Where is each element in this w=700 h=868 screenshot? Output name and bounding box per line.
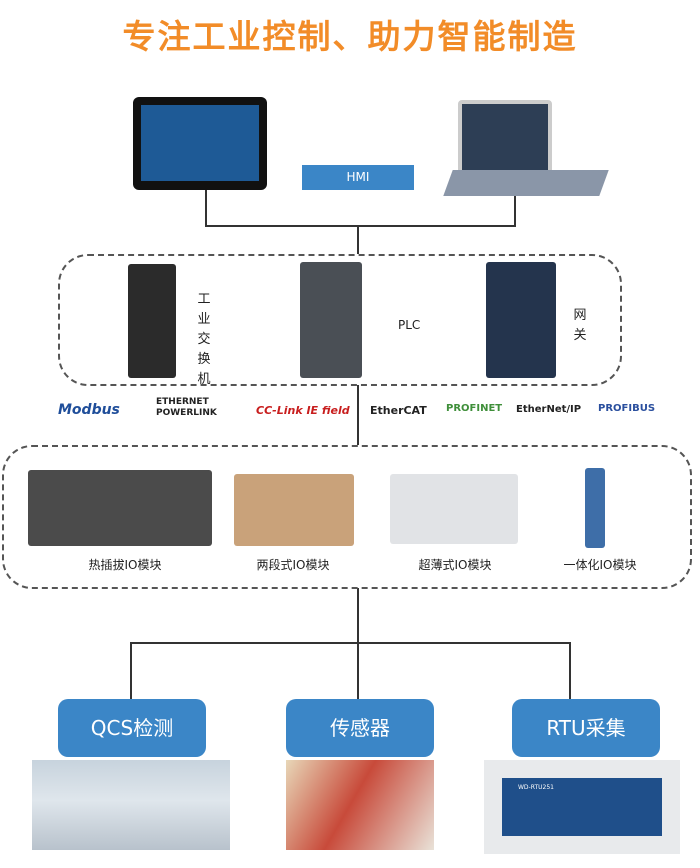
plc-label: PLC xyxy=(398,318,421,332)
io-module-label: 一体化IO模块 xyxy=(563,558,637,572)
hmi-device-image xyxy=(133,97,267,190)
laptop-base-image xyxy=(443,170,609,196)
hmi-label: HMI xyxy=(302,165,414,190)
connector xyxy=(357,642,359,700)
sensor-photo xyxy=(286,760,434,850)
connector xyxy=(357,226,359,254)
protocol-powerlink: ETHERNET POWERLINK xyxy=(156,397,217,418)
io-module-label: 两段式IO模块 xyxy=(256,558,330,572)
protocol-profibus: PROFIBUS xyxy=(598,403,656,414)
protocol-ethercat: EtherCAT xyxy=(370,404,427,417)
industrial-switch-image xyxy=(128,264,176,378)
protocol-ethernet-ip: EtherNet/IP xyxy=(516,404,582,415)
rtu-device-text: WD-RTU251 xyxy=(518,784,554,791)
gateway-image xyxy=(486,262,556,378)
connector xyxy=(357,385,359,445)
connector xyxy=(514,196,516,226)
two-stage-io-image xyxy=(234,474,354,546)
app-box-rtu: RTU采集 xyxy=(512,699,660,757)
qcs-factory-photo xyxy=(32,760,230,850)
rtu-device-body xyxy=(502,778,662,836)
io-module-label: 热插拔IO模块 xyxy=(88,558,162,572)
network-device-group xyxy=(58,254,622,386)
connector xyxy=(357,588,359,643)
protocol-modbus: Modbus xyxy=(58,402,120,418)
io-module-label: 超薄式IO模块 xyxy=(418,558,492,572)
app-box-qcs: QCS检测 xyxy=(58,699,206,757)
protocol-cc-link: CC-Link IE field xyxy=(256,404,350,417)
connector xyxy=(205,225,516,227)
page-title: 专注工业控制、助力智能制造 xyxy=(122,17,578,56)
connector xyxy=(205,190,207,226)
slim-io-image xyxy=(390,474,518,544)
io-module-group xyxy=(2,445,692,589)
connector xyxy=(130,642,132,700)
hmi-display xyxy=(141,105,259,181)
rtu-device-photo: WD-RTU251 xyxy=(484,760,680,854)
switch-label: 工业交换机 xyxy=(197,292,211,387)
protocol-profinet: PROFINET xyxy=(446,403,503,414)
gateway-label: 网关 xyxy=(573,308,587,343)
hot-swap-io-image xyxy=(28,470,212,546)
app-box-sensor: 传感器 xyxy=(286,699,434,757)
plc-image xyxy=(300,262,362,378)
connector xyxy=(569,642,571,700)
integrated-io-image xyxy=(585,468,605,548)
laptop-screen-image xyxy=(458,100,552,174)
connector xyxy=(130,642,571,644)
